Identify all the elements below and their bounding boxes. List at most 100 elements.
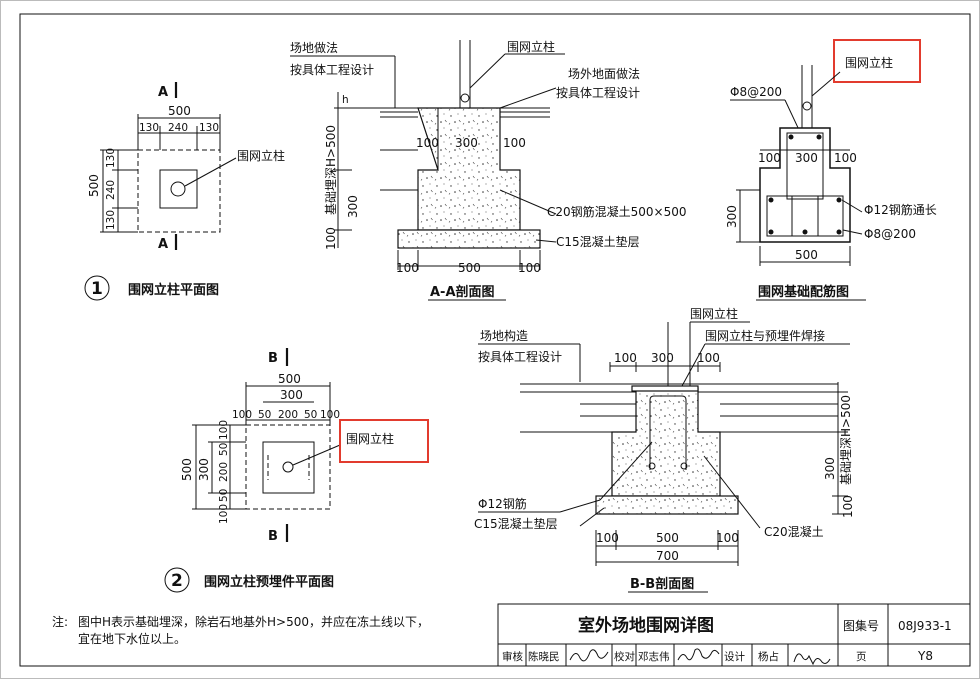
plan2-footing-outline [245, 424, 331, 510]
bb-label-weld: 围网立柱与预埋件焊接 [705, 328, 825, 343]
bb-label-per-project: 按具体工程设计 [478, 349, 562, 364]
title-circle-2 [164, 567, 190, 593]
highlight-post-label-1 [833, 39, 921, 83]
rebar-dim-top-1: 100 [758, 151, 781, 165]
plan2-dim-w-4: 50 [304, 409, 317, 421]
bb-dim-300: 300 [823, 457, 837, 480]
plan2-dim-total-width: 500 [278, 372, 301, 386]
checker-signature [677, 648, 720, 661]
section-mark-b-top: B [268, 351, 278, 366]
bb-dim-100: 100 [841, 495, 855, 518]
plan2-dim-w-3: 200 [278, 409, 298, 421]
note-prefix: 注: [52, 614, 68, 629]
plan2-dim-inner-height: 300 [197, 458, 211, 481]
bb-dim-bottom-3: 100 [716, 531, 739, 545]
bb-dim-total: 700 [656, 549, 679, 563]
bb-dim-bottom-2: 500 [656, 531, 679, 545]
aa-dim-top-2: 300 [455, 136, 478, 150]
reviewer-signature [569, 649, 609, 662]
title-circle-1 [84, 275, 110, 301]
section-mark-a-top: A [158, 85, 168, 100]
rebar-bars [768, 134, 842, 235]
plan2-embed-plate [262, 441, 315, 494]
designer-signature [793, 653, 831, 666]
aa-dim-top-3: 100 [503, 136, 526, 150]
aa-label-site-method: 场地做法 [290, 40, 338, 55]
review-label: 审核 [502, 650, 523, 663]
dim-total-height: 500 [87, 174, 101, 197]
aa-dim-h: h [342, 94, 349, 106]
rebar-title: 围网基础配筋图 [758, 284, 849, 300]
bb-label-bar: Φ12钢筋 [478, 496, 527, 511]
rebar-dim-width: 500 [795, 248, 818, 262]
plan2-dim-h-2: 50 [218, 443, 230, 456]
designer-name: 杨占 [758, 650, 779, 663]
aa-dim-bottom-1: 100 [396, 261, 419, 275]
plan2-dim-h-4: 50 [218, 489, 230, 502]
post-plate [159, 169, 198, 209]
check-label: 校对 [614, 650, 635, 663]
note: 注: 图中H表示基础埋深，除岩石地基外H>500，并应在冻土线以下， 宜在地下水… [52, 614, 429, 646]
aa-dim-300: 300 [346, 195, 360, 218]
plan2-dim-total-height: 500 [180, 458, 194, 481]
page-number: Y8 [917, 649, 933, 663]
note-line-2: 宜在地下水位以上。 [78, 631, 186, 646]
title-number-2: 2 [171, 571, 183, 591]
post-circle [170, 181, 186, 197]
dim-h-part-2: 240 [105, 180, 117, 200]
bb-dim-top-2: 300 [651, 351, 674, 365]
aa-label-post: 围网立柱 [507, 39, 555, 54]
plan2-dim-h-1: 100 [218, 420, 230, 440]
aa-label-outside-ground: 场外地面做法 [568, 66, 640, 81]
bb-label-site-structure: 场地构造 [480, 328, 528, 343]
plan2-dim-w-1: 100 [232, 409, 252, 421]
bb-dim-top-1: 100 [614, 351, 637, 365]
bb-label-c15: C15混凝土垫层 [474, 516, 558, 531]
rebar-main-bar: Φ12钢筋通长 [864, 202, 937, 217]
rebar-footing [759, 127, 851, 243]
title-number-1: 1 [91, 279, 103, 299]
aa-bedding [397, 229, 541, 249]
section-bb: 围网立柱 围网立柱与预埋件焊接 场地构造 按具体工程设计 100 300 100 [474, 306, 855, 593]
plan2-dim-w-5: 100 [320, 409, 340, 421]
plan2-dim-inner-width: 300 [280, 388, 303, 402]
aa-footing [417, 107, 521, 231]
bb-label-c20: C20混凝土 [764, 524, 824, 539]
aa-title: A-A剖面图 [430, 284, 495, 300]
bb-label-post: 围网立柱 [690, 306, 738, 321]
aa-label-per-project: 按具体工程设计 [290, 62, 374, 77]
design-label: 设计 [724, 650, 745, 663]
plan2-post-circle [282, 461, 294, 473]
bb-bedding [595, 495, 739, 515]
dim-w-part-3: 130 [199, 122, 219, 134]
section-mark-b-bottom: B [268, 529, 278, 544]
plan2-dim-h-5: 100 [218, 504, 230, 524]
aa-dim-top-1: 100 [416, 136, 439, 150]
rebar-stirrup: Φ8@200 [864, 227, 916, 241]
reviewer-name: 陈晓民 [528, 650, 560, 663]
plan2-post-label: 围网立柱 [346, 431, 394, 446]
dim-h-part-3: 130 [105, 210, 117, 230]
dim-w-part-2: 240 [168, 122, 188, 134]
plan1-title: 围网立柱平面图 [128, 282, 219, 298]
aa-dim-bottom-2: 500 [458, 261, 481, 275]
section-mark-a-bottom: A [158, 237, 168, 252]
atlas-label: 图集号 [843, 618, 879, 633]
plan2-dim-h-3: 200 [218, 462, 230, 482]
rebar-detail: 围网立柱 Φ8@200 100 300 100 300 Φ12钢筋通长 [725, 39, 937, 301]
section-aa: 场地做法 按具体工程设计 围网立柱 场外地面做法 按具体工程设计 h 基础埋深H… [290, 39, 687, 301]
atlas-number: 08J933-1 [898, 619, 952, 633]
checker-name: 邓志伟 [638, 650, 670, 663]
aa-dim-depth: 基础埋深H>500 [324, 125, 338, 215]
dim-total-width: 500 [168, 104, 191, 118]
drawing-title: 室外场地围网详图 [578, 615, 714, 636]
rebar-dim-top-3: 100 [834, 151, 857, 165]
aa-label-c20: C20钢筋混凝土500×500 [547, 204, 687, 219]
footing-outline [137, 149, 221, 233]
plan2-dim-w-2: 50 [258, 409, 271, 421]
rebar-label-post: 围网立柱 [845, 55, 893, 70]
dim-h-part-1: 130 [105, 148, 117, 168]
bb-dim-depth: 基础埋深H>500 [839, 395, 853, 485]
